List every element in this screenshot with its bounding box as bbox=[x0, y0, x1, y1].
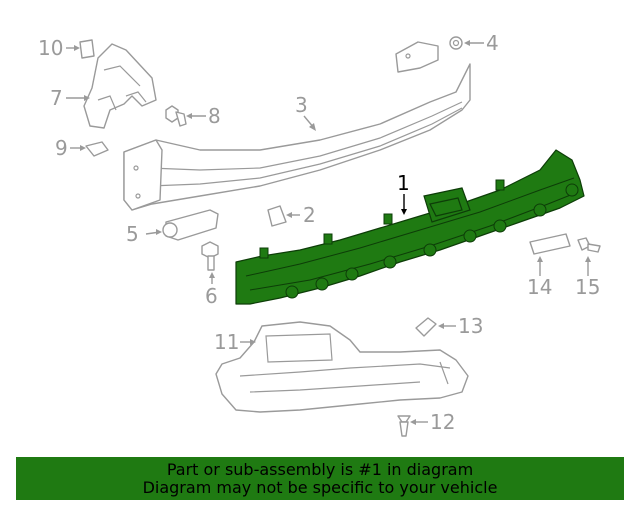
callout-8: 8 bbox=[208, 104, 221, 128]
callout-11: 11 bbox=[214, 330, 239, 354]
part-13-clip bbox=[415, 317, 437, 337]
callout-15: 15 bbox=[575, 275, 600, 299]
callout-1: 1 bbox=[397, 171, 410, 195]
part-14-strip bbox=[529, 233, 571, 255]
part-4-nut bbox=[449, 36, 463, 50]
part-1-energy-absorber bbox=[235, 149, 585, 305]
callout-13: 13 bbox=[458, 314, 483, 338]
callout-10: 10 bbox=[38, 36, 63, 60]
callout-6: 6 bbox=[205, 284, 218, 308]
callout-2: 2 bbox=[303, 203, 316, 227]
callout-12: 12 bbox=[430, 410, 455, 434]
part-11-lower-bracket bbox=[215, 321, 469, 413]
part-15-push-pin bbox=[577, 237, 601, 253]
footer-line-1: Part or sub-assembly is #1 in diagram bbox=[166, 460, 474, 479]
part-6-bolt bbox=[201, 241, 219, 271]
part-2-clip bbox=[267, 205, 287, 227]
callout-14: 14 bbox=[527, 275, 552, 299]
part-12-push-pin bbox=[397, 415, 411, 437]
part-3-reinforcement-beam bbox=[123, 41, 471, 211]
part-9-clip bbox=[85, 141, 109, 157]
part-5-bracket bbox=[162, 209, 219, 241]
part-10-clip bbox=[79, 39, 95, 59]
footer-banner: Part or sub-assembly is #1 in diagram Di… bbox=[16, 457, 624, 500]
footer-line-2: Diagram may not be specific to your vehi… bbox=[142, 478, 498, 497]
part-8-bolt bbox=[165, 105, 187, 127]
callout-labels: 10 7 9 8 4 3 2 5 6 11 13 12 14 15 1 bbox=[38, 31, 600, 434]
part-7-bracket bbox=[83, 43, 157, 129]
callout-9: 9 bbox=[55, 136, 68, 160]
callout-4: 4 bbox=[486, 31, 499, 55]
callout-3: 3 bbox=[295, 93, 308, 117]
callout-7: 7 bbox=[50, 86, 63, 110]
callout-5: 5 bbox=[126, 222, 139, 246]
leader-lines bbox=[66, 40, 591, 425]
